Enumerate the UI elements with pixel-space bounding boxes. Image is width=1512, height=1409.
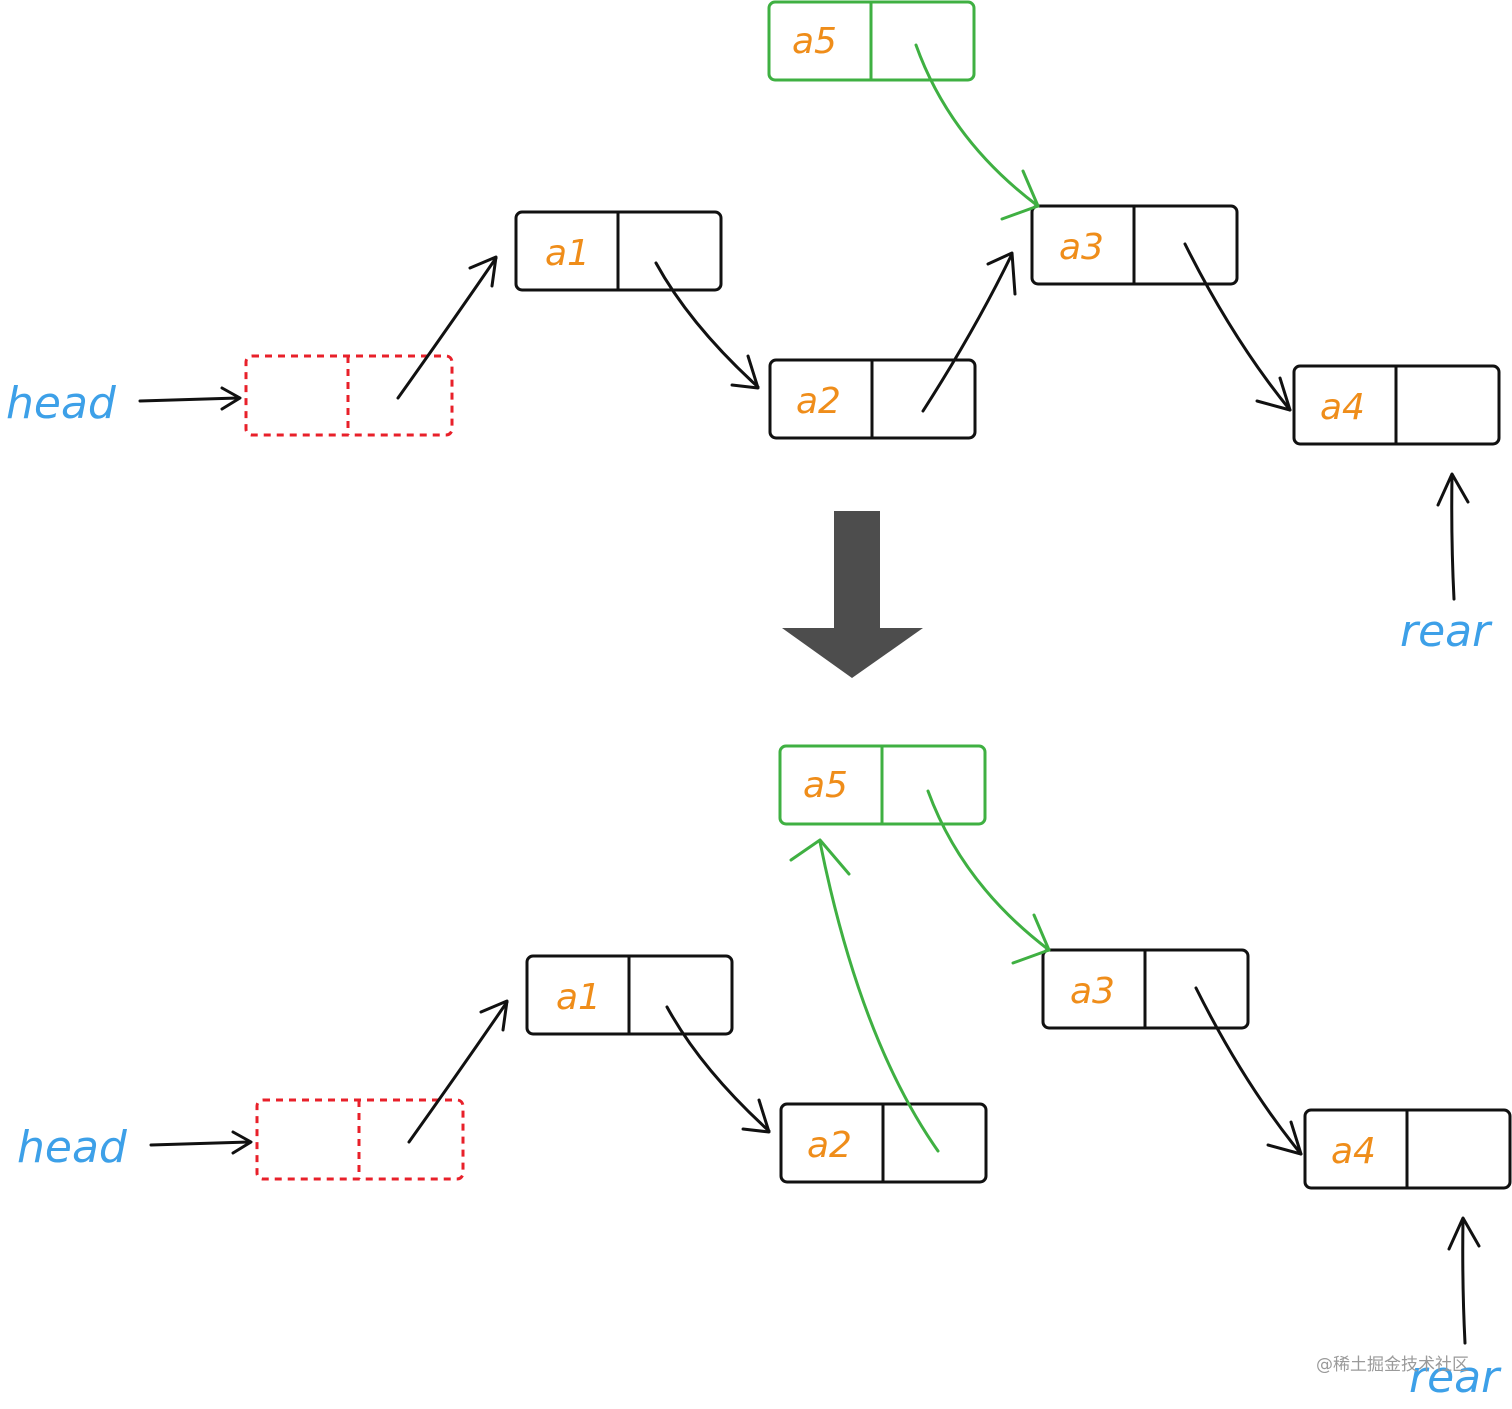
head-pointer-label: head [17, 1122, 128, 1173]
link-arrows [396, 242, 1292, 413]
head-arrow [138, 386, 242, 411]
link-arrows [407, 986, 1303, 1156]
watermark-text: @稀土掘金技术社区 [1316, 1355, 1469, 1375]
rear-arrow [1436, 472, 1470, 601]
arrow-a5-to-a3 [914, 43, 1040, 221]
node-a4: a4 [1292, 364, 1501, 446]
transition-arrow [782, 511, 923, 678]
node-a2: a2 [768, 358, 977, 440]
node-a5-label: a5 [792, 21, 837, 62]
node-a4-label: a4 [1331, 1131, 1376, 1172]
node-a1: a1 [514, 210, 723, 292]
head-arrow [149, 1130, 253, 1155]
arrow-head-to-a1 [396, 256, 498, 400]
node-a2-label: a2 [807, 1125, 852, 1166]
node-a2-label: a2 [796, 381, 841, 422]
node-a1: a1 [525, 954, 734, 1036]
node-a3: a3 [1030, 204, 1239, 286]
rear-pointer-label: rear [1400, 606, 1493, 657]
arrow-a3-to-a4 [1194, 986, 1303, 1156]
node-a3: a3 [1041, 948, 1250, 1030]
arrow-a1-to-a2 [654, 261, 760, 389]
arrow-a1-to-a2 [665, 1005, 771, 1133]
node-a3-label: a3 [1059, 227, 1104, 268]
arrow-head-to-a1 [407, 1000, 509, 1144]
node-a3-label: a3 [1070, 971, 1115, 1012]
node-a4-label: a4 [1320, 387, 1365, 428]
node-a5-new: a5 [778, 744, 987, 826]
node-a5-label: a5 [803, 765, 848, 806]
node-a1-label: a1 [556, 977, 601, 1018]
head-pointer-label: head [6, 378, 117, 429]
new-link-arrows [789, 789, 1051, 1153]
arrow-a5-to-a3 [926, 789, 1051, 952]
node-a1-label: a1 [545, 233, 590, 274]
arrow-a3-to-a4 [1183, 242, 1292, 412]
rear-pointer-label: rear [1409, 1352, 1502, 1403]
rear-arrow [1447, 1216, 1481, 1345]
after-diagram: head a1 a2 a3 [17, 744, 1512, 1403]
arrow-a2-to-a5 [818, 840, 940, 1153]
head-dummy-node [244, 354, 454, 437]
arrow-a2-to-a3 [921, 252, 1014, 413]
head-dummy-node [255, 1098, 465, 1181]
before-diagram: head a1 a2 a3 [6, 0, 1501, 657]
node-a2: a2 [779, 1102, 988, 1184]
node-a5-new: a5 [767, 0, 976, 82]
node-a4: a4 [1303, 1108, 1512, 1190]
